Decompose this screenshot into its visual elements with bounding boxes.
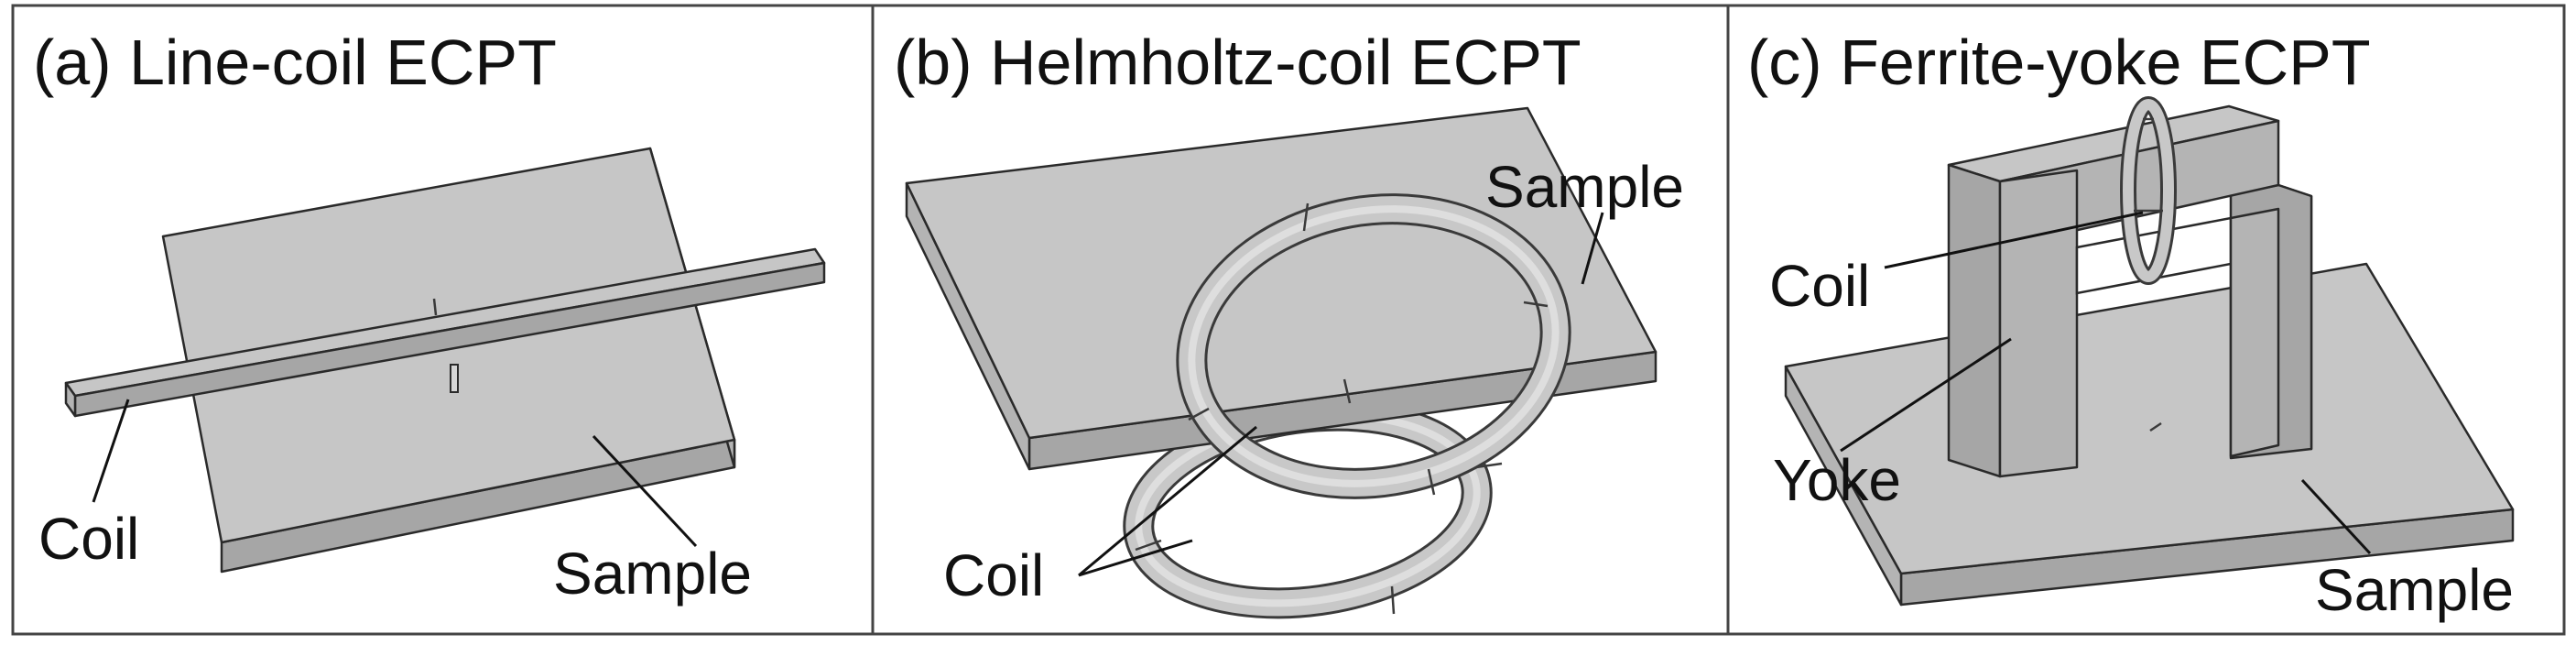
panel-a-title: (a) Line-coil ECPT	[33, 27, 557, 98]
panel-b-sample-slab	[905, 106, 1658, 471]
panel-a-defect-slot	[450, 364, 459, 393]
panel-b-coil-label: Coil	[943, 542, 1044, 608]
panel-a-crack-mark	[432, 298, 438, 316]
panel-c-coil-leader	[1884, 211, 2144, 269]
panel-b-sample-label: Sample	[1485, 154, 1684, 220]
panel-b-coil-leader-lower	[1078, 539, 1193, 577]
panel-c: (c) Ferrite-yoke ECPT	[1747, 27, 2515, 623]
panel-b-crack-mark	[1342, 378, 1352, 404]
panel-c-coil	[2120, 96, 2177, 285]
panel-a-coil-leader	[92, 399, 130, 503]
panel-a: (a) Line-coil ECPT Coil Sample	[33, 27, 826, 607]
panel-c-sample-leader	[2300, 478, 2372, 555]
panel-a-sample-label: Sample	[553, 541, 752, 607]
panel-c-title: (c) Ferrite-yoke ECPT	[1747, 27, 2371, 98]
panel-b-sample-leader	[1581, 212, 1604, 285]
panel-b-upper-coil	[1176, 193, 1571, 499]
panel-c-yoke-label: Yoke	[1773, 447, 1901, 513]
panel-c-sample-slab	[1784, 262, 2515, 607]
panel-b-coil-leader-upper	[1078, 425, 1257, 577]
panel-a-line-coil	[64, 247, 826, 418]
panel-c-crack-mark	[2149, 421, 2162, 432]
panel-c-coil-label: Coil	[1769, 253, 1870, 319]
panel-a-coil-label: Coil	[38, 506, 139, 572]
outer-frame	[11, 4, 2566, 636]
panel-c-yoke-leader	[1840, 337, 2012, 453]
panel-c-yoke	[1947, 104, 2313, 478]
panel-c-sample-label: Sample	[2315, 557, 2514, 623]
panel-b-title: (b) Helmholtz-coil ECPT	[894, 27, 1581, 98]
panel-a-sample-leader	[592, 434, 698, 548]
panel-b: (b) Helmholtz-coil ECPT	[894, 27, 1684, 619]
